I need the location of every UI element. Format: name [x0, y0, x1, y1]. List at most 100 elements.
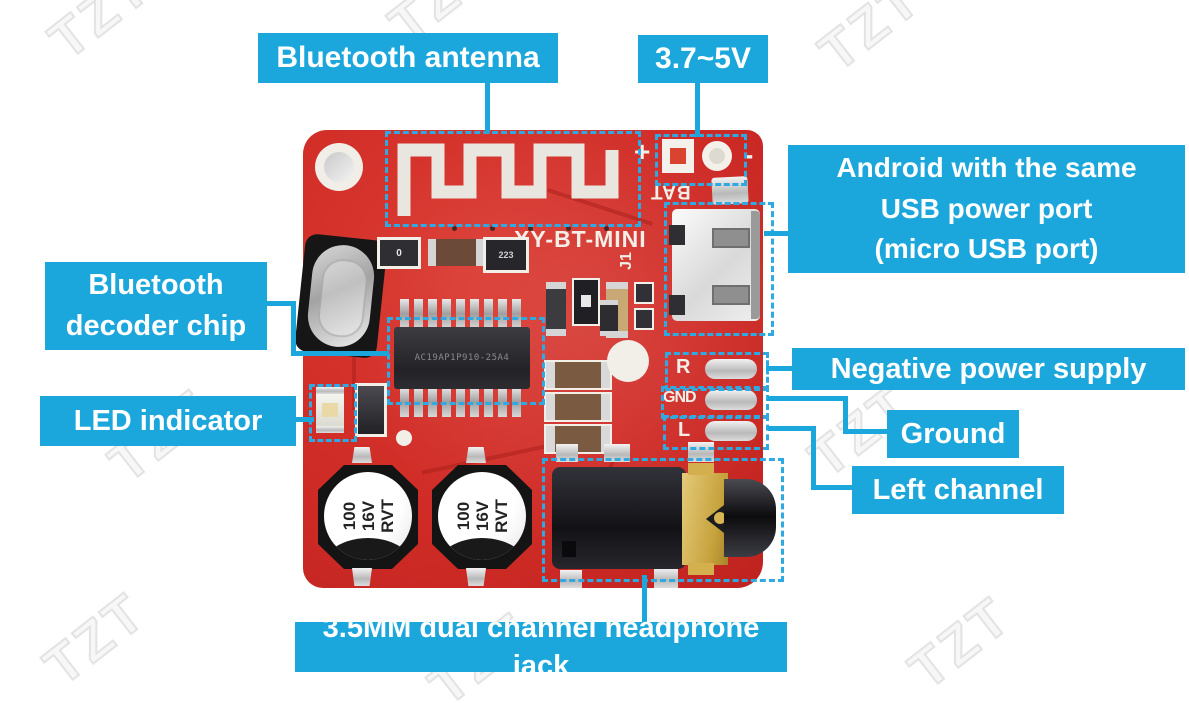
callout-label: Ground [900, 417, 1006, 450]
bluetooth-antenna-trace [397, 143, 619, 216]
gnd-solder-pad [705, 390, 757, 410]
r-solder-pad [705, 359, 757, 379]
callout-line-led [294, 417, 314, 422]
callout-line-decoder [266, 301, 296, 306]
smd-component [634, 282, 654, 304]
battery-pad-round [702, 141, 732, 171]
headphone-jack-gold-tab [688, 463, 714, 475]
capacitor-marking: RVT [377, 499, 397, 533]
chip-pin [442, 299, 451, 329]
callout-line-decoder [291, 351, 389, 356]
callout-label: USB power port [880, 192, 1093, 224]
callout-decoder-chip: Bluetooth decoder chip [45, 262, 267, 350]
callout-label: Negative power supply [830, 352, 1147, 385]
tzt-watermark: TZT [807, 0, 933, 84]
led-component [316, 387, 344, 433]
micro-usb-port [669, 209, 760, 321]
chip-marking: AC19AP1P910-25A4 [414, 353, 510, 363]
l-outline [663, 415, 769, 450]
gnd-marking: GND [663, 389, 697, 406]
l-solder-pad [705, 421, 757, 441]
antenna-outline [385, 131, 641, 227]
smd-marking-223: 223 [498, 250, 514, 260]
electrolytic-capacitor: 100 16V RVT [432, 465, 532, 569]
pad-dot [396, 430, 412, 446]
callout-line-antenna [485, 83, 490, 133]
electrolytic-capacitor: 100 16V RVT [318, 465, 418, 569]
via-dot [452, 226, 457, 231]
callout-label: 3.5MM dual channel headphone jack [322, 611, 760, 682]
smd-component [355, 383, 387, 437]
jack-pin [604, 444, 630, 462]
tzt-watermark: TZT [897, 584, 1023, 702]
callout-line-ground [843, 396, 848, 434]
tzt-watermark: TZT [37, 0, 163, 72]
via-dot [528, 226, 533, 231]
callout-voltage: 3.7~5V [638, 35, 768, 83]
callout-label: Bluetooth antenna [276, 41, 540, 75]
chip-pin [470, 299, 479, 329]
smd-component [600, 300, 618, 336]
callout-label: decoder chip [65, 310, 247, 342]
callout-label: 3.7~5V [655, 42, 751, 76]
chip-pin [498, 299, 507, 329]
callout-line-ground [768, 396, 848, 401]
capacitor-marking: 100 [339, 501, 359, 531]
callout-label: Bluetooth [88, 269, 224, 302]
callout-line-negative [766, 366, 794, 371]
callout-label: Left channel [872, 473, 1044, 506]
callout-line-decoder [291, 301, 296, 356]
chip-outline [387, 317, 545, 405]
chip-pin [414, 299, 423, 329]
minus-marking: - [744, 139, 754, 170]
callout-line-usb [764, 231, 790, 236]
smd-component [544, 392, 612, 422]
callout-ground: Ground [887, 410, 1019, 458]
smd-component [572, 278, 600, 326]
callout-led-indicator: LED indicator [40, 396, 296, 446]
usb-outline [664, 202, 774, 336]
callout-label: (micro USB port) [874, 233, 1099, 265]
via-dot [490, 226, 495, 231]
crystal-oscillator [294, 233, 388, 359]
capacitor-tab [352, 568, 372, 586]
jack-pin [556, 444, 578, 462]
callout-line-jack [642, 575, 647, 624]
callout-usb-power: Android with the same USB power port (mi… [788, 145, 1185, 273]
smd-component: 0 [377, 237, 421, 269]
callout-line-voltage [695, 83, 700, 137]
tzt-watermark: TZT [32, 580, 158, 698]
jack-outline [542, 458, 784, 582]
smd-component [428, 239, 484, 266]
capacitor-marking: 16V [472, 500, 492, 532]
capacitor-tab [352, 447, 372, 463]
callout-label: Android with the same [836, 152, 1137, 184]
smd-marking-0: 0 [396, 247, 402, 259]
callout-bluetooth-antenna: Bluetooth antenna [258, 33, 558, 83]
callout-line-left-channel [768, 426, 816, 431]
r-outline [665, 352, 769, 391]
callout-label: LED indicator [73, 404, 263, 437]
capacitor-tab [466, 568, 486, 586]
battery-pad-square [662, 139, 694, 173]
smd-component [634, 308, 654, 330]
callout-line-left-channel [811, 426, 816, 490]
mounting-hole [315, 143, 363, 191]
chip-pin [512, 299, 521, 329]
callout-negative-power: Negative power supply [792, 348, 1185, 390]
headphone-jack-barrel [724, 479, 776, 557]
board-model-marking: XY-BT-MINI [514, 226, 647, 252]
pad-circle [607, 340, 649, 382]
headphone-jack-pin-dot [714, 512, 726, 524]
smd-component [544, 360, 612, 390]
chip-pin [456, 299, 465, 329]
capacitor-tab [466, 447, 486, 463]
led-outline [309, 384, 357, 442]
callout-line-left-channel [811, 485, 854, 490]
smd-component [546, 282, 566, 336]
capacitor-marking: 100 [453, 501, 473, 531]
callout-left-channel: Left channel [852, 466, 1064, 514]
r-marking: R [676, 356, 691, 378]
chip-pin [484, 299, 493, 329]
